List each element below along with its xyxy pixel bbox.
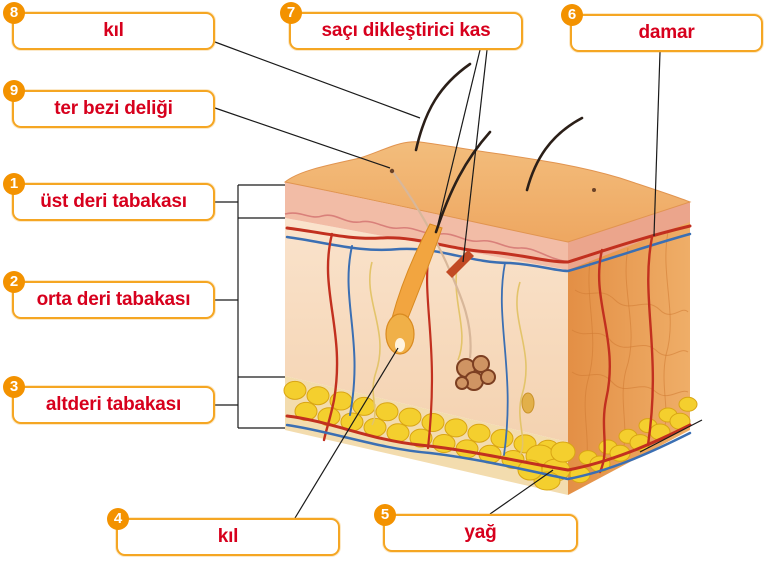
label-text: damar (638, 22, 694, 44)
label-text: kıl (218, 526, 239, 548)
label-text: yağ (464, 522, 496, 544)
number-badge: 7 (280, 2, 302, 24)
label-text: üst deri tabakası (40, 191, 187, 213)
number-badge: 2 (3, 271, 25, 293)
layer-bracket (215, 185, 285, 428)
sweat-gland-coil (481, 370, 495, 384)
number-badge: 1 (3, 173, 25, 195)
fat-cell (491, 430, 513, 448)
leader-line-hair-top (215, 42, 420, 118)
fat-cell (376, 403, 398, 421)
number-badge: 6 (561, 4, 583, 26)
fat-cell (353, 397, 375, 415)
label-text: kıl (103, 20, 124, 42)
fat-cell (284, 381, 306, 399)
label-1-epidermis: 1 üst deri tabakası (12, 183, 215, 221)
sweat-gland (456, 356, 495, 390)
fat-cell (445, 419, 467, 437)
sweat-pore (390, 169, 394, 173)
label-6-vessel: 6 damar (570, 14, 763, 52)
label-3-hypodermis: 3 altderi tabakası (12, 386, 215, 424)
number-badge: 8 (3, 2, 25, 24)
label-text: orta deri tabakası (37, 289, 191, 311)
label-2-dermis: 2 orta deri tabakası (12, 281, 215, 319)
sweat-pore (592, 188, 596, 192)
label-text: saçı dikleştirici kas (321, 20, 490, 42)
fat-cell (422, 413, 444, 431)
pressure-corpuscle (522, 393, 534, 413)
fat-cell (679, 397, 697, 411)
label-text: altderi tabakası (46, 394, 181, 416)
fat-cell (551, 442, 575, 462)
label-text: ter bezi deliği (54, 98, 172, 120)
sweat-gland-coil (456, 377, 468, 389)
number-badge: 9 (3, 80, 25, 102)
label-9-sweat-pore: 9 ter bezi deliği (12, 90, 215, 128)
number-badge: 3 (3, 376, 25, 398)
number-badge: 4 (107, 508, 129, 530)
label-8-hair: 8 kıl (12, 12, 215, 50)
hair-shaft (416, 64, 470, 150)
label-4-hair-root: 4 kıl (116, 518, 340, 556)
fat-cell (307, 387, 329, 405)
fat-cell (468, 424, 490, 442)
fat-cell (399, 408, 421, 426)
number-badge: 5 (374, 504, 396, 526)
label-5-fat: 5 yağ (383, 514, 578, 552)
leader-line-sweat-pore (215, 108, 390, 168)
label-7-arrector-muscle: 7 saçı dikleştirici kas (289, 12, 523, 50)
